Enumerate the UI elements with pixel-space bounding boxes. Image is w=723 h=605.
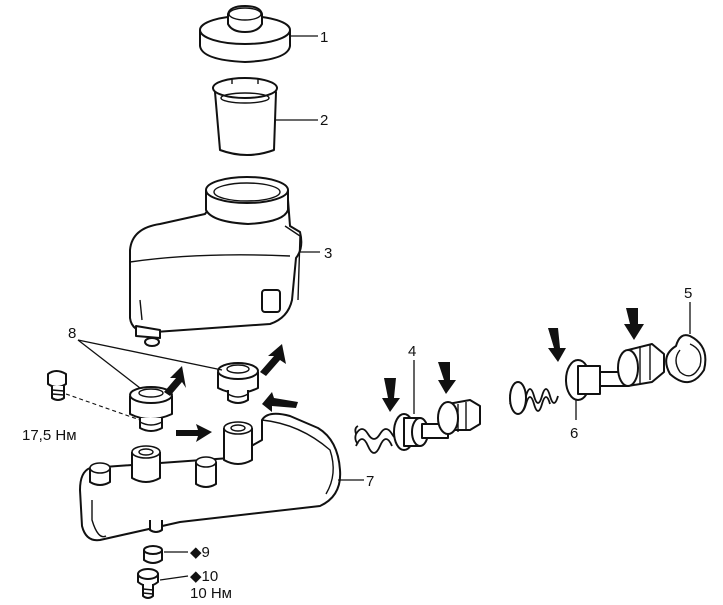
arrow-icon [624,308,644,340]
callout-4: 4 [408,343,416,360]
bleeder-screw [47,370,67,401]
reservoir-cap [199,5,291,63]
callout-3: 3 [324,245,332,262]
grommet-right [217,362,259,404]
circlip [665,334,707,383]
callout-2: 2 [320,112,328,129]
reservoir-strainer [212,77,278,156]
arrow-icon [164,366,186,396]
arrow-icon [262,392,298,412]
callout-8: 8 [68,325,76,342]
callout-1: 1 [320,29,328,46]
part-9-nut [143,545,163,564]
arrow-icon [548,328,566,362]
callout-6: 6 [570,425,578,442]
lube-arrows [164,308,644,442]
arrow-icon [438,362,456,394]
callout-7: 7 [366,473,374,490]
arrow-icon [176,424,212,442]
secondary-piston-assembly [354,399,481,454]
torque-screw-label: 10 Нм [190,585,232,602]
arrow-icon [260,344,286,376]
callout-10: ◆10 [190,568,218,585]
arrow-icon [382,378,400,412]
grommet-left [129,386,173,432]
part-10-screw [137,568,159,599]
callout-9: ◆9 [190,544,210,561]
fluid-reservoir [129,176,303,347]
torque-bleeder-label: 17,5 Нм [22,427,77,444]
master-cylinder-body [79,412,342,542]
primary-piston-assembly [509,343,665,415]
callout-5: 5 [684,285,692,302]
